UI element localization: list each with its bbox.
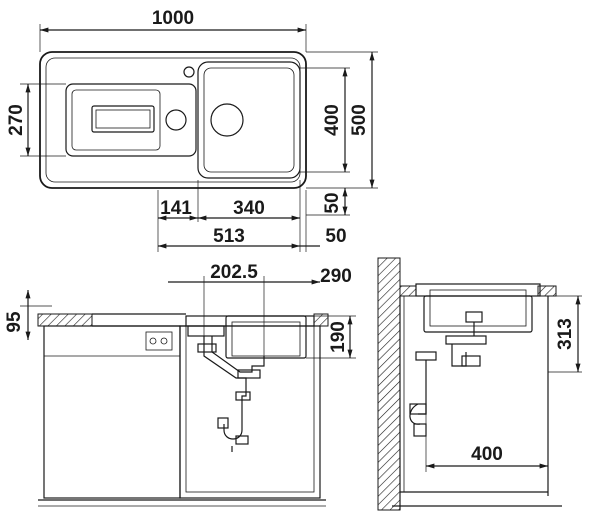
drainer-inset	[71, 89, 161, 151]
worktop-left	[37, 313, 93, 327]
dim-bowl-drain-pos: 513	[213, 226, 245, 247]
sink-inner-outline	[45, 57, 301, 183]
dim-side-height: 313	[555, 318, 576, 350]
dishwasher-control-icon	[145, 331, 173, 351]
front-dimensions: 202.5 290 95 190	[4, 262, 356, 359]
dim-worktop-thickness: 95	[4, 311, 25, 333]
drainer-box-front	[187, 325, 225, 337]
tap-hole-icon	[183, 66, 195, 78]
side-view	[377, 257, 562, 511]
dim-front-drain-offset: 202.5	[210, 262, 258, 283]
side-bowl	[423, 295, 533, 333]
dishwasher-cabinet	[43, 325, 181, 499]
sink-body-front	[185, 315, 315, 327]
drainer-area	[65, 83, 197, 157]
side-worktop-back	[399, 285, 417, 297]
waste-pipe-side	[409, 322, 475, 425]
bowl-waste-icon	[210, 103, 244, 137]
dim-drainer-depth: 270	[6, 104, 27, 136]
main-bowl	[197, 61, 301, 179]
dim-drainer-offset: 141	[160, 198, 192, 219]
drainer-slot-inner	[95, 109, 151, 129]
wall	[377, 257, 401, 511]
dim-bowl-depth: 400	[322, 104, 343, 136]
side-dimensions: 313 400	[425, 295, 582, 472]
dim-front-side-offset: 290	[320, 266, 352, 287]
dim-depth-total: 500	[349, 104, 370, 136]
dim-bowl-height: 190	[328, 321, 349, 353]
top-dimensions: 1000 270 400 500 50 141 340 513 50	[6, 8, 378, 252]
dim-edge-margin-1: 50	[322, 192, 343, 213]
drainer-waste-icon	[165, 109, 187, 131]
dim-width-total: 1000	[152, 8, 194, 29]
drainer-slot	[91, 105, 155, 133]
top-view	[39, 51, 307, 189]
dim-edge-margin-2: 50	[325, 226, 346, 247]
dim-side-depth: 400	[471, 444, 503, 465]
front-view	[37, 313, 329, 507]
main-bowl-inner	[203, 67, 295, 173]
dim-bowl-width: 340	[233, 198, 265, 219]
sink-outline	[39, 51, 307, 189]
bowl-front	[225, 315, 307, 359]
side-worktop-front	[537, 285, 557, 297]
